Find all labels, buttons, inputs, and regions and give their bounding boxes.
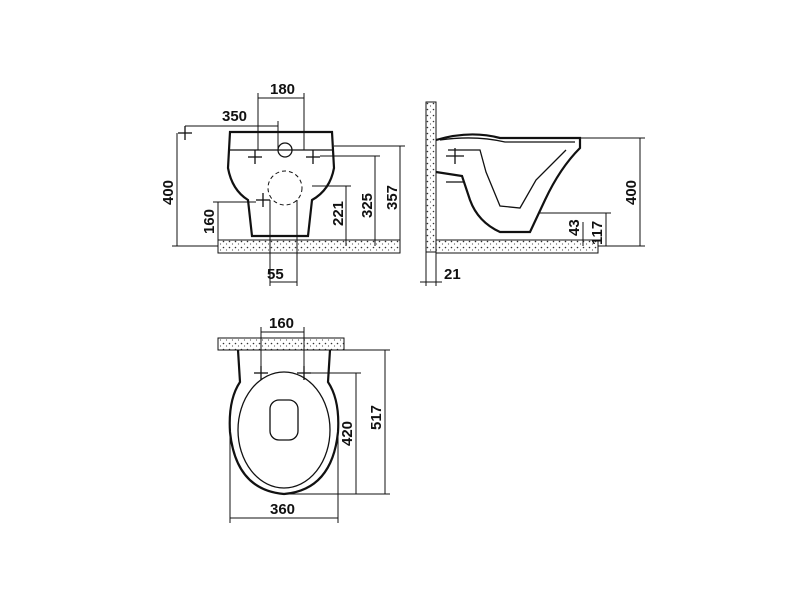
top-bowl-opening [269,399,299,441]
side-dim-117: 117 [589,221,606,245]
top-wall-slab [217,337,345,351]
front-dim-221: 221 [330,201,347,226]
front-bowl-outline [226,130,336,238]
top-dim-160: 160 [269,315,294,332]
front-dim-55: 55 [267,266,284,283]
front-dim-325: 325 [359,193,376,218]
side-dim-43: 43 [566,219,583,236]
front-outlet-circle [267,170,303,206]
side-bowl-outer [435,133,582,234]
top-dim-360: 360 [270,501,295,518]
front-dim-180: 180 [270,81,295,98]
side-dim-400: 400 [623,180,640,205]
side-view: 400 117 43 21 [420,101,645,286]
top-view: 160 517 420 360 [217,315,390,523]
side-floor [435,239,599,254]
side-wall [425,101,437,253]
front-dim-160: 160 [201,209,218,234]
front-dim-357: 357 [384,185,401,210]
front-view: 180 350 400 160 221 325 357 55 [160,81,405,286]
front-dim-400: 400 [160,180,177,205]
front-dim-350: 350 [222,108,247,125]
top-dim-420: 420 [339,421,356,446]
top-bowl-rim [237,371,331,489]
top-dim-517: 517 [368,405,385,430]
front-floor-slab [217,239,401,254]
side-dim-21: 21 [444,266,461,283]
